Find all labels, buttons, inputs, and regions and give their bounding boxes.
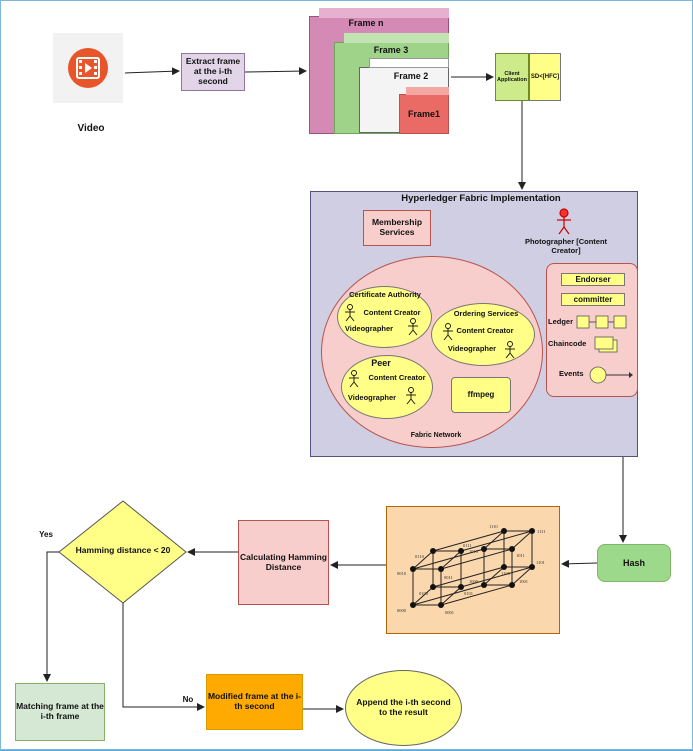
committer-box: committer: [561, 293, 625, 306]
ca-videographer-icon: [408, 318, 418, 336]
peer-content-creator-icon: [349, 370, 359, 388]
arrow-yes-matching: [43, 551, 59, 682]
ca-content-creator-icon: [345, 304, 355, 322]
node-1011: 1011: [516, 553, 525, 558]
peer-content-creator: Content Creator: [368, 373, 426, 382]
frame-2-label: Frame 2: [393, 71, 429, 81]
no-label: No: [182, 695, 194, 704]
photographer-label: Photographer [Content Creator]: [524, 237, 608, 255]
peer-ellipse: [341, 355, 433, 419]
node-1111: 1111: [537, 529, 546, 534]
node-0011: 0011: [444, 575, 453, 580]
ordering-videographer: Videographer: [447, 344, 497, 353]
fabric-title: Hyperledger Fabric Implementation: [401, 193, 561, 204]
node-0110: 0110: [415, 554, 425, 559]
arrow-hash-hypercube: [561, 559, 598, 568]
ca-title: Certificate Authority: [349, 290, 421, 299]
node-1100: 1100: [501, 571, 511, 576]
frame-n-label: Frame n: [348, 18, 384, 28]
append-result-ellipse: Append the i-th second to the result: [345, 670, 462, 746]
extract-frame-box: Extract frame at the i-th second: [181, 53, 245, 91]
video-thumbnail: [53, 33, 123, 103]
video-file-icon: [68, 48, 108, 88]
endorser-box: Endorser: [561, 273, 625, 286]
node-1101: 1101: [536, 560, 545, 565]
yes-label: Yes: [39, 530, 53, 539]
chaincode-label: Chaincode: [548, 339, 587, 348]
peer-videographer-icon: [406, 387, 416, 405]
frame-3-top: [344, 33, 449, 43]
node-0001: 0001: [445, 610, 454, 615]
peer-videographer: Videographer: [347, 393, 397, 402]
events-label: Events: [559, 369, 584, 378]
frame-2-top: [369, 58, 449, 68]
frame-1: [399, 94, 449, 134]
node-1000: 1000: [469, 579, 479, 584]
ffmpeg-box: ffmpeg: [451, 377, 511, 413]
frame-1-top: [406, 87, 449, 95]
ordering-content-creator-icon: [443, 323, 453, 341]
node-1001: 1001: [519, 579, 528, 584]
ordering-videographer-icon: [505, 341, 515, 359]
fabric-network-label: Fabric Network: [410, 432, 462, 439]
matching-frame-box: Matching frame at the i-th frame: [15, 683, 105, 741]
frame-1-label: Frame1: [407, 109, 441, 119]
decision-label: Hamming distance < 20: [75, 545, 171, 555]
frame-n-top: [319, 8, 449, 18]
node-0101: 0101: [464, 591, 473, 596]
ca-videographer: Videographer: [344, 324, 394, 333]
hash-box: Hash: [597, 544, 671, 582]
video-label: Video: [77, 123, 105, 134]
arrow-video-extract: [124, 67, 180, 76]
ordering-content-creator: Content Creator: [456, 326, 514, 335]
arrow-no-modified: [122, 603, 205, 711]
certificate-authority-ellipse: [337, 286, 432, 348]
calculating-hamming-box: Calculating Hamming Distance: [238, 520, 329, 605]
node-0010: 0010: [397, 571, 407, 576]
node-0111: 0111: [463, 543, 472, 548]
node-1010: 1010: [469, 549, 479, 554]
ledger-label: Ledger: [548, 317, 574, 326]
arrow-extract-frames: [244, 67, 307, 76]
modified-frame-box: Modified frame at the i-th second: [206, 674, 303, 730]
membership-services-box: Membership Services: [363, 210, 431, 246]
frame-3-label: Frame 3: [373, 45, 409, 55]
sd-hfc-box: SD<[HFC]: [529, 53, 561, 101]
node-0100: 0100: [419, 591, 429, 596]
node-1110: 1110: [489, 524, 498, 529]
ca-content-creator: Content Creator: [363, 308, 421, 317]
photographer-actor-icon: [557, 208, 571, 235]
ordering-title: Ordering Services: [453, 309, 519, 318]
peer-title: Peer: [371, 358, 391, 368]
client-application-box: Client Application: [495, 53, 529, 101]
node-0000: 0000: [397, 608, 407, 613]
